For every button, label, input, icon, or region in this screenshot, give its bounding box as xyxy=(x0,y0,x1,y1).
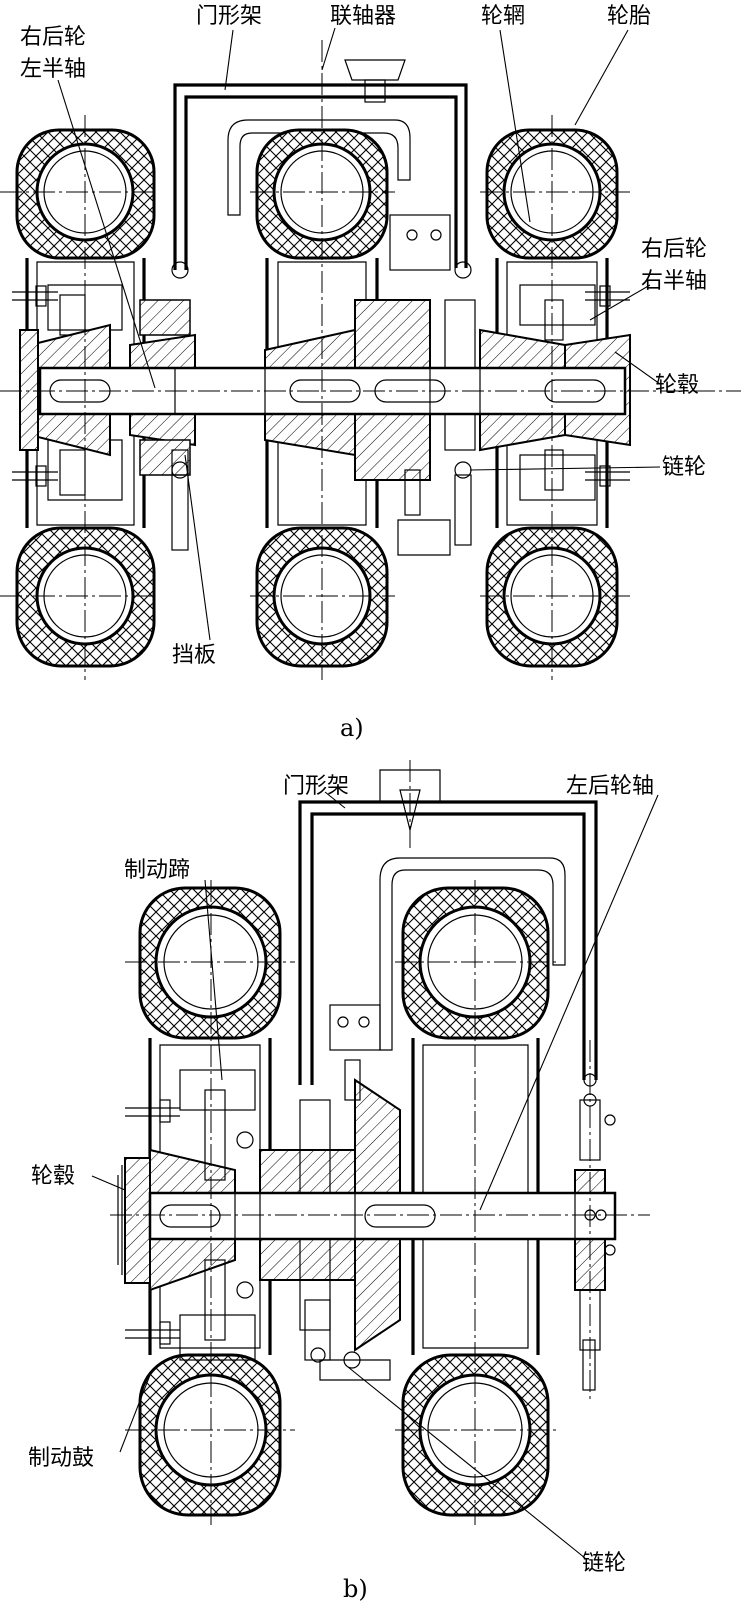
labels-b: 门形架 左后轮轴 制动蹄 轮毂 制动鼓 链轮 b) xyxy=(28,774,654,1601)
tire-left-top-b xyxy=(138,886,282,1040)
figure-a: 右后轮 左半轴 门形架 联轴器 轮辋 轮胎 右后轮 右半轴 轮毂 链轮 挡板 a… xyxy=(0,4,741,742)
caption-a: a) xyxy=(340,714,364,742)
label-right-rear-wheel-a: 右后轮 xyxy=(20,25,86,50)
door-frame-b xyxy=(298,769,598,1085)
tire-left-bottom-b xyxy=(138,1353,282,1517)
label-tire-a: 轮胎 xyxy=(607,4,651,29)
centerlines-a xyxy=(0,40,741,680)
caption-b: b) xyxy=(343,1575,368,1601)
label-rim-a: 轮辋 xyxy=(481,4,525,29)
axle-b xyxy=(148,1191,617,1241)
leaders-a xyxy=(57,27,661,641)
label-right-rear-wheel-2-a: 右后轮 xyxy=(641,237,707,262)
label-sprocket-b: 链轮 xyxy=(582,1551,626,1576)
right-hub-a xyxy=(479,284,631,501)
label-left-half-shaft-a: 左半轴 xyxy=(20,57,86,82)
label-right-half-shaft-a: 右半轴 xyxy=(641,269,707,294)
label-left-rear-axle-b: 左后轮轴 xyxy=(566,774,654,799)
leaders-b xyxy=(91,791,659,1559)
label-hub-b: 轮毂 xyxy=(31,1164,75,1189)
label-baffle-a: 挡板 xyxy=(172,643,216,668)
figure-b: 门形架 左后轮轴 制动蹄 轮毂 制动鼓 链轮 b) xyxy=(28,760,659,1601)
centerlines-b xyxy=(110,760,650,1525)
label-sprocket-a: 链轮 xyxy=(662,455,706,480)
door-frame-a xyxy=(173,59,468,270)
label-brake-shoe-b: 制动蹄 xyxy=(124,858,190,883)
label-coupling-a: 联轴器 xyxy=(330,4,396,29)
label-hub-a: 轮毂 xyxy=(655,373,699,398)
labels-a: 右后轮 左半轴 门形架 联轴器 轮辋 轮胎 右后轮 右半轴 轮毂 链轮 挡板 a… xyxy=(20,4,707,742)
label-brake-drum-b: 制动鼓 xyxy=(28,1446,94,1471)
label-door-frame-b: 门形架 xyxy=(283,774,349,799)
label-door-frame-a: 门形架 xyxy=(196,4,262,29)
